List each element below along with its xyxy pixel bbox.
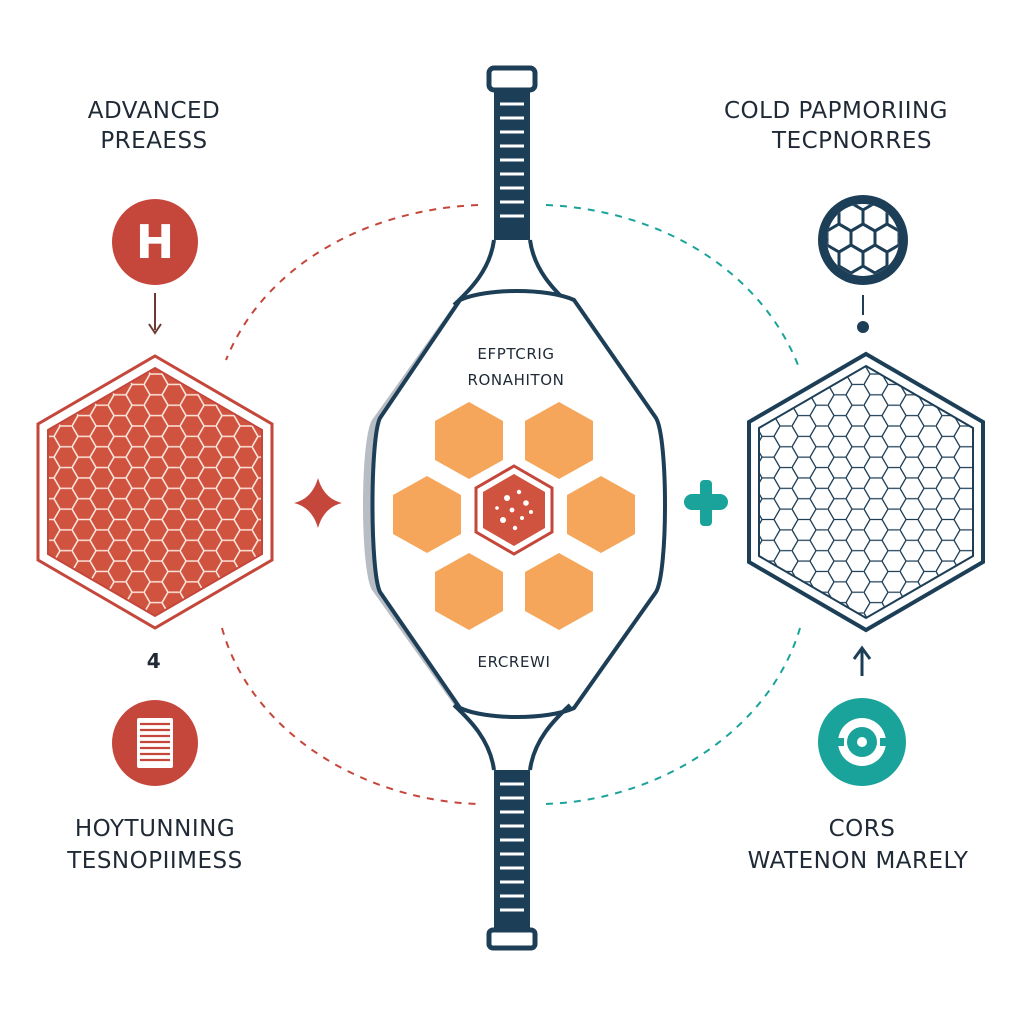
navy-honeycomb-hexagon [747, 351, 985, 633]
connector-dot-icon [857, 295, 869, 333]
diamond-drop-icon [294, 478, 342, 528]
h-badge-letter: H [136, 215, 175, 269]
top-left-group: ADVANCED PREAESS H [36, 98, 342, 630]
honeycomb-ball-icon [818, 195, 908, 285]
connection-arcs [221, 204, 801, 805]
arc-bottom-left [221, 627, 479, 805]
arc-top-left [225, 204, 479, 361]
arc-top-right [545, 204, 799, 366]
down-arrow-icon [148, 293, 162, 335]
center-paddle: EFPTCRIG RONAHITON [363, 65, 667, 951]
plus-node-icon [684, 480, 728, 526]
h-badge-icon: H [112, 199, 198, 285]
bottom-right-title-line1: CORS [829, 816, 896, 842]
top-right-title-line2: TECPNORRES [771, 128, 932, 154]
orange-hex-top-left [435, 402, 503, 479]
center-top-line1: EFPTCRIG [477, 345, 554, 363]
red-honeycomb-hexagon [36, 354, 274, 630]
bottom-right-title-line2: WATENON MARELY [748, 848, 969, 874]
orange-hex-right [567, 476, 635, 553]
top-left-title-line1: ADVANCED [88, 98, 221, 124]
left-step-number: 4 [147, 649, 161, 673]
orange-hex-bottom-right [525, 553, 593, 630]
bottom-left-title-line1: HOYTUNNING [75, 816, 235, 842]
core-hex-icon [474, 464, 554, 556]
upper-handle [452, 65, 572, 307]
arc-bottom-right [545, 627, 801, 805]
orange-hex-bottom-left [435, 553, 503, 630]
up-arrow-icon [852, 645, 872, 676]
orange-hex-top-right [525, 402, 593, 479]
ball-icon [818, 698, 906, 786]
bottom-right-group: CORS WATENON MARELY [748, 645, 969, 874]
bottom-left-group: 4 HOYTUNNING TESNOPIIMESS [66, 649, 243, 874]
bottom-left-title-line2: TESNOPIIMESS [66, 848, 243, 874]
center-top-line2: RONAHITON [467, 371, 564, 389]
top-right-title-line1: COLD PAPMORIING [724, 98, 948, 124]
grille-icon [112, 700, 198, 786]
top-right-group: COLD PAPMORIING TECPNORRES [684, 98, 985, 633]
orange-hex-left [393, 476, 461, 553]
lower-handle [452, 703, 572, 951]
top-left-title-line2: PREAESS [100, 128, 207, 154]
center-bottom-label: ERCREWI [478, 653, 551, 671]
orange-hex-cluster [393, 402, 635, 630]
